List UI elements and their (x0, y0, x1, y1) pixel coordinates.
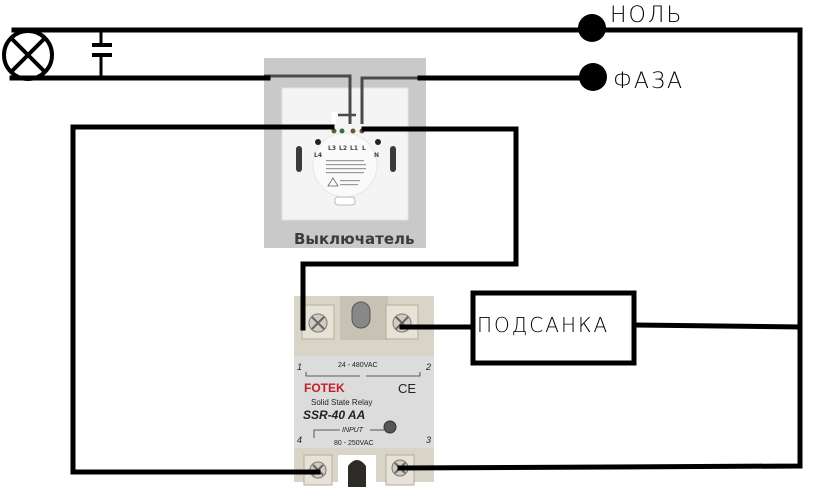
neutral-label: НОЛЬ (610, 3, 684, 28)
relay-input-bracket (313, 429, 340, 438)
relay-type: Solid State Relay (311, 398, 372, 407)
switch-terminal-l2: L2 (339, 145, 347, 152)
switch-fine-print (326, 160, 366, 186)
switch-terminal-n: N (374, 152, 379, 159)
switch-terminal-l1: L1 (350, 145, 358, 152)
relay-label (294, 356, 434, 448)
lamp-cross (10, 37, 46, 73)
mounting-slot-right (390, 146, 396, 172)
load-label: ПОДСАНКА (477, 313, 609, 337)
wire-neutral-loop (11, 27, 803, 471)
relay-output-rating: 24 - 480VAC (338, 362, 378, 369)
screw-right (375, 139, 381, 145)
relay-terminal-num-3: 3 (426, 435, 431, 445)
screw-left (315, 139, 321, 145)
switch-inner-wire-right (360, 76, 420, 124)
wire-switch-l1-to-relay-1 (300, 126, 519, 331)
relay-ce-mark: CE (398, 381, 416, 396)
wires (9, 27, 803, 475)
terminal-hole (339, 128, 345, 134)
relay-mount-hole (351, 301, 371, 329)
relay-led-indicator (383, 420, 397, 434)
relay-terminal-num-4: 4 (297, 435, 302, 445)
screw-icon (311, 316, 325, 330)
terminal-hole (350, 128, 356, 134)
load-box (470, 290, 637, 366)
switch-terminal-l4: L4 (314, 152, 322, 159)
relay-input-label: INPUT (342, 427, 364, 434)
relay-output-bracket (305, 372, 421, 377)
switch-terminal-l: L (362, 145, 366, 152)
phase-terminal-dot (579, 63, 607, 91)
warning-icon (327, 177, 339, 187)
relay-terminal-num-2: 2 (425, 362, 431, 372)
solid-state-relay: 1 2 3 4 24 - 480VAC FOTEK CE Solid State… (294, 296, 434, 487)
relay-model: SSR-40 AA (303, 408, 365, 422)
relay-input-rating: 80 - 250VAC (334, 440, 374, 447)
lamp-symbol (2, 29, 54, 81)
wire-load-to-neutral (632, 322, 803, 330)
neutral-terminal-dot (578, 14, 606, 42)
switch-release-slot (334, 196, 356, 206)
relay-bottom-notch (348, 460, 366, 487)
mounting-slot-left (296, 146, 302, 172)
wire-switch-l3-to-relay-4 (70, 124, 335, 475)
switch-caption: Выключатель (294, 230, 415, 248)
wall-switch: L3 L2 L1 L L4 N Выключатель (264, 58, 426, 248)
relay-terminal-num-1: 1 (297, 362, 302, 372)
relay-brand: FOTEK (304, 381, 345, 395)
switch-terminal-l3: L3 (328, 145, 336, 152)
capacitor-symbol (92, 30, 112, 78)
terminal-hole (331, 128, 337, 134)
phase-label: ФАЗА (613, 69, 684, 94)
switch-inner-wire-left (264, 74, 352, 124)
